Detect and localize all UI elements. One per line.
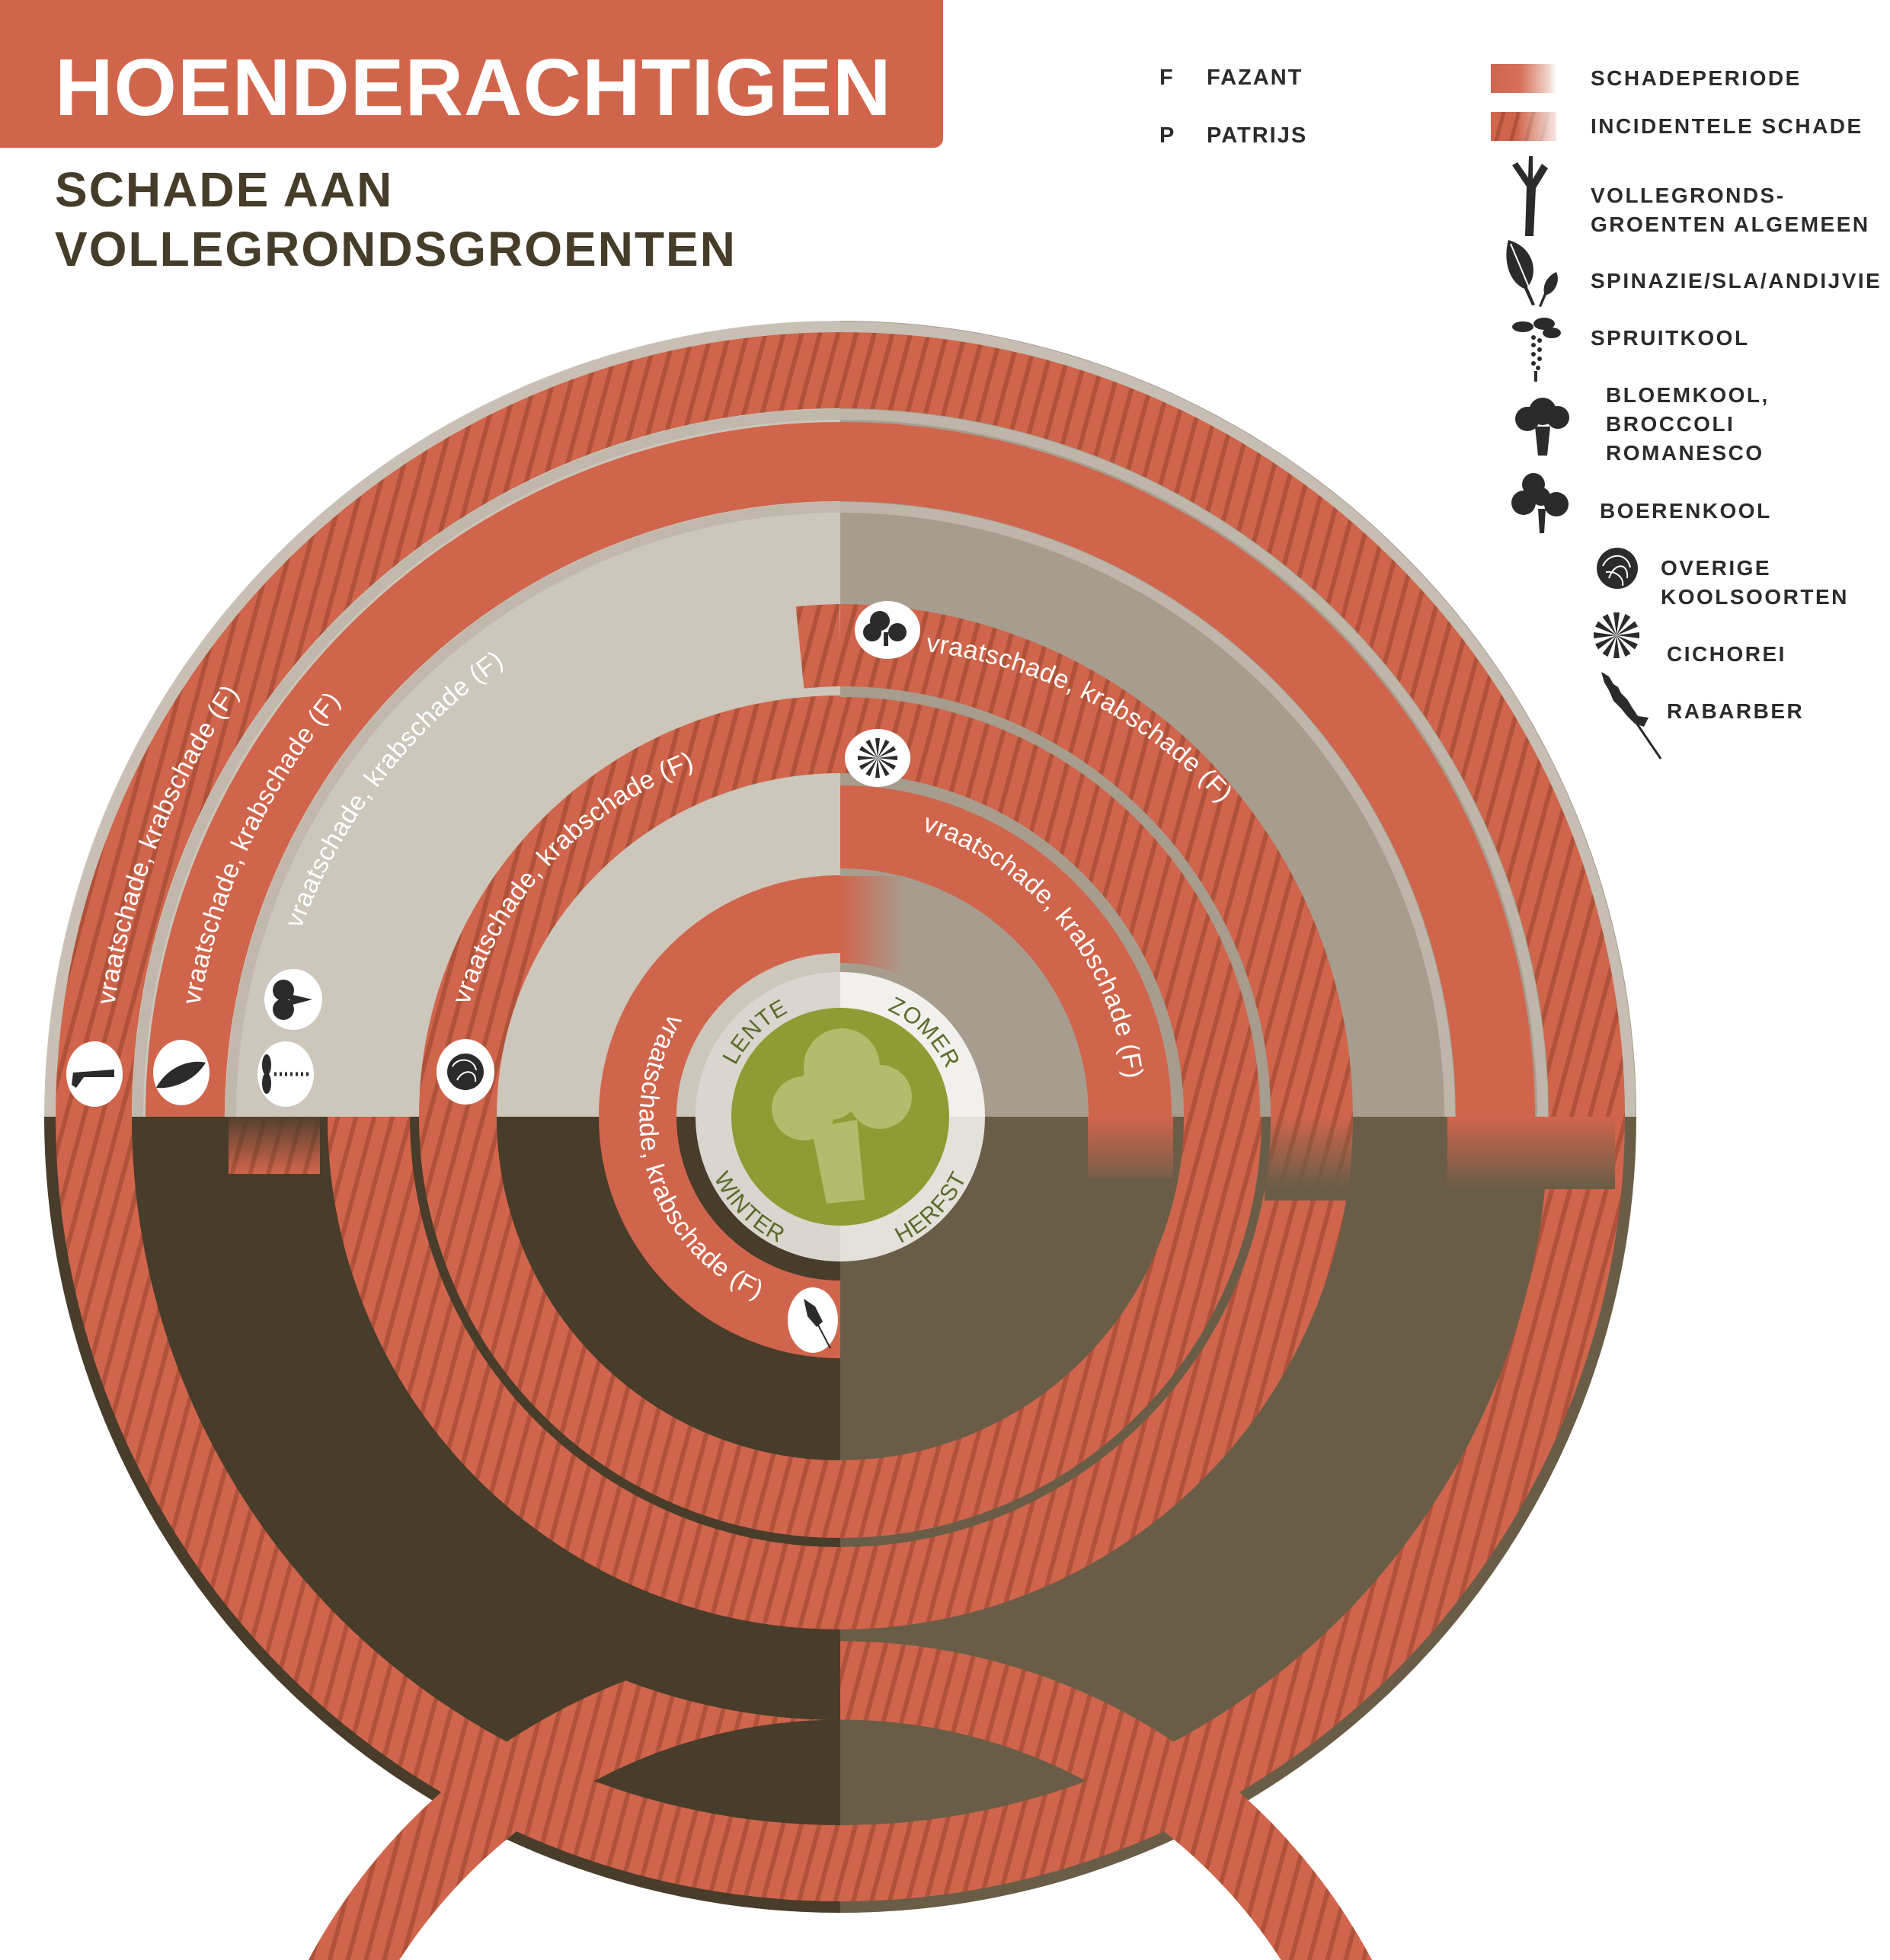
subtitle-line-2: VOLLEGRONDSGROENTEN (55, 222, 737, 277)
chicory-icon (1594, 612, 1639, 658)
legend-label-rabarber: RABARBER (1667, 699, 1805, 723)
legend-label-schadeperiode: SCHADEPERIODE (1591, 66, 1802, 90)
ring-icon-spinazie (153, 1040, 209, 1105)
ring-icon-rabarber (788, 1287, 838, 1353)
species-legend-fazant: F FAZANT (1159, 66, 1303, 91)
legend-label-spruitkool: SPRUITKOOL (1591, 326, 1750, 350)
legend-label-algemeen: VOLLEGRONDS- GROENTEN ALGEMEEN (1591, 184, 1870, 236)
species-code: P (1159, 123, 1176, 148)
leek-icon (1512, 156, 1548, 236)
kale-icon (884, 632, 888, 646)
page-title: HOENDERACHTIGEN (55, 43, 892, 133)
legend-label-bloemkool: BLOEMKOOL, BROCCOLI ROMANESCO (1606, 383, 1770, 465)
broccoli-icon (1515, 398, 1569, 456)
legend-label-boerenkool: BOERENKOOL (1600, 499, 1772, 523)
legend-label-overige: OVERIGE KOOLSOORTEN (1661, 556, 1849, 609)
rhubarb-icon (1601, 672, 1662, 759)
species-code: F (1159, 66, 1175, 90)
broccoli-icon (289, 994, 312, 1006)
broccoli-center-icon (772, 1028, 912, 1204)
leek-icon (72, 1070, 114, 1088)
ring-icon-overige-koolsoorten (437, 1039, 494, 1105)
legend-label-cichorei: CICHOREI (1667, 642, 1786, 666)
season-wheel: LENTE ZOMER HERFST WINTER (686, 963, 994, 1271)
brussels-sprout-icon (1512, 318, 1561, 382)
schadeperiode-swatch (1491, 64, 1556, 93)
legend-label-spinazie: SPINAZIE/SLA/ANDIJVIE (1591, 269, 1882, 293)
subtitle-line-1: SCHADE AAN (55, 162, 394, 217)
ring-icon-cichorei (845, 729, 910, 787)
species-name: PATRIJS (1207, 123, 1308, 148)
incidentele-schade-swatch (1491, 112, 1556, 141)
ring-boerenkool (328, 604, 1356, 1629)
ring-rabarber (599, 875, 905, 1358)
kale-icon (1511, 473, 1569, 533)
ring-spinazie (146, 422, 1615, 1189)
title-banner: HOENDERACHTIGEN (0, 0, 943, 148)
ring-icon-boerenkool (855, 601, 920, 659)
ring-icon-algemeen (66, 1041, 123, 1107)
cabbage-icon (1597, 548, 1638, 589)
ring-cichorei (840, 785, 1173, 1178)
leaf-icon (1506, 240, 1558, 307)
ring-separators (45, 321, 1636, 1117)
page-subtitle: SCHADE AAN VOLLEGRONDSGROENTEN (55, 160, 737, 279)
species-legend-patrijs: P PATRIJS (1159, 123, 1307, 149)
leaf-icon (156, 1061, 206, 1089)
species-name: FAZANT (1207, 66, 1303, 90)
ring-spruitkool (229, 513, 1444, 1960)
chicory-icon (858, 738, 897, 778)
legend-label-incidentele-schade: INCIDENTELE SCHADE (1591, 114, 1863, 138)
ring-icon-bloemkool (264, 969, 322, 1030)
ring-icon-spruitkool (257, 1041, 314, 1107)
